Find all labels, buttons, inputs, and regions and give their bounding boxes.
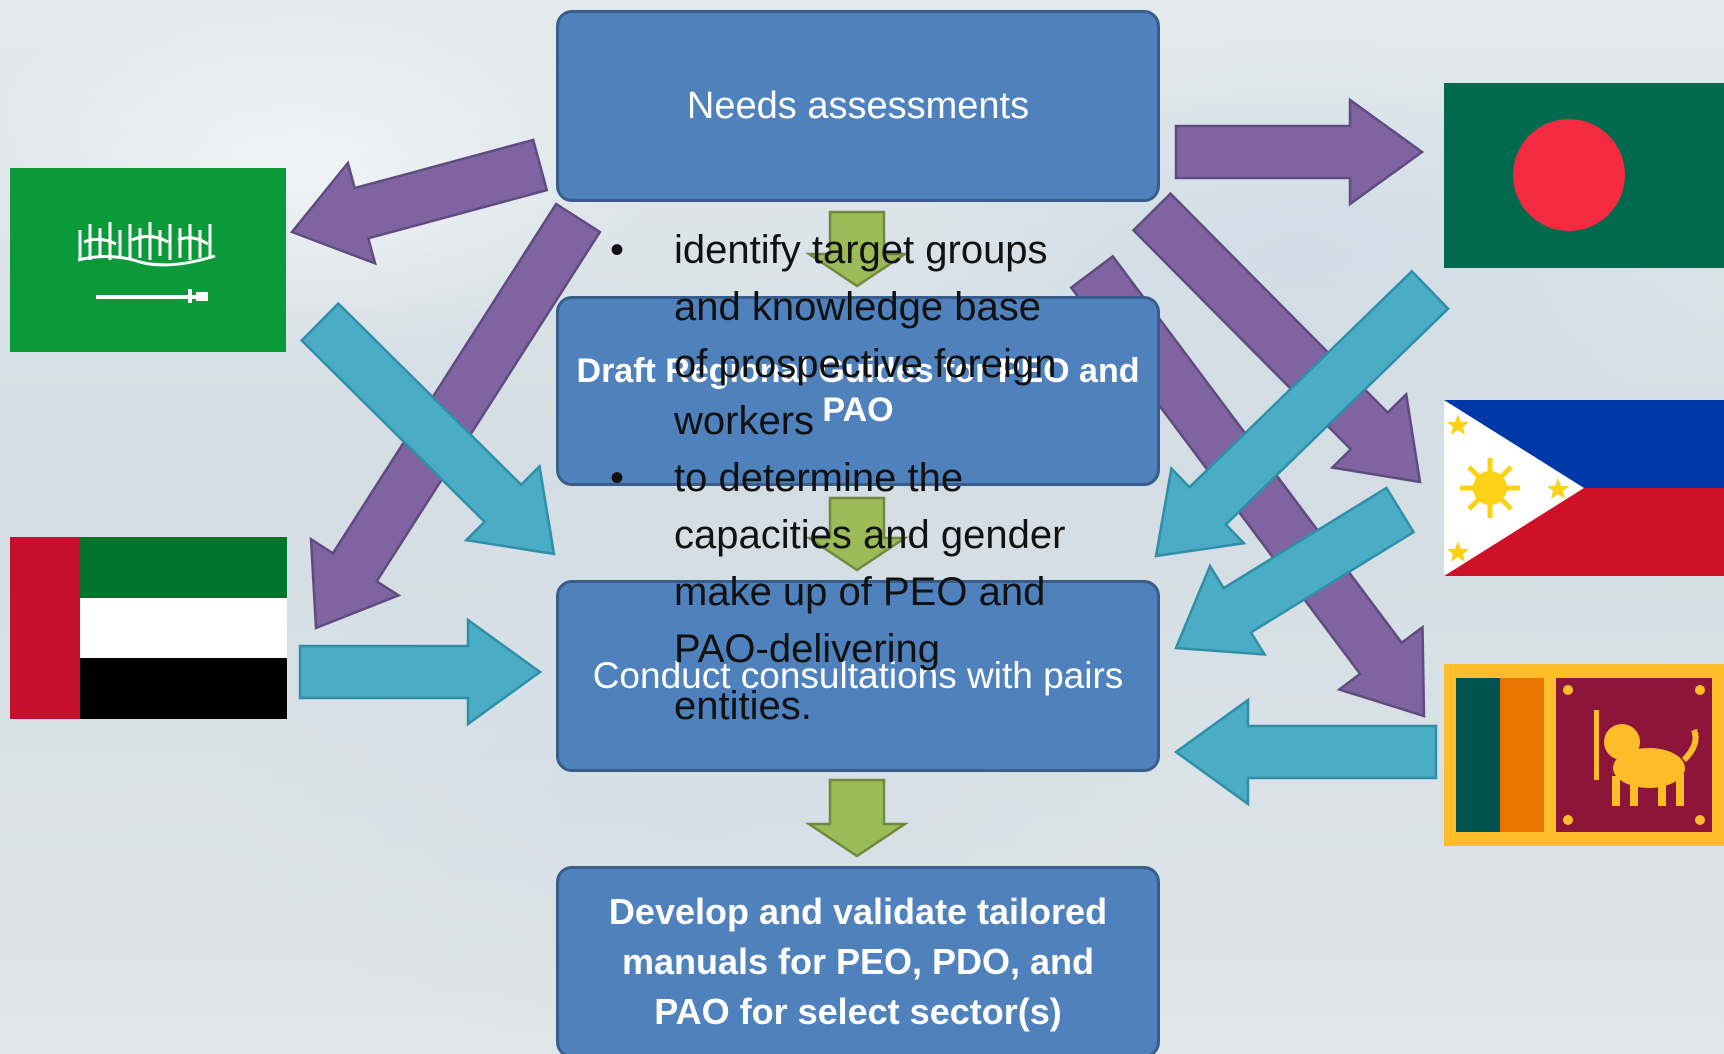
sun-icon: [1460, 458, 1520, 518]
philippines-flag: [1444, 400, 1724, 576]
purple-arrow: [1131, 191, 1422, 484]
uae-flag: [10, 537, 287, 719]
needs-assessments-label: Needs assessments: [686, 84, 1030, 127]
teal-arrow: [298, 617, 543, 727]
bangladesh-flag: [1444, 83, 1724, 268]
purple-arrow: [1174, 97, 1425, 207]
saudi-arabia-flag: [10, 168, 286, 352]
develop-manuals-box: Develop and validate tailored manuals fo…: [556, 866, 1160, 1054]
purple-arrow: [309, 202, 602, 630]
green-down-arrow: [804, 778, 910, 858]
lion-icon: [1594, 710, 1699, 806]
sword-icon: [96, 289, 208, 303]
needs-assessments-box: Needs assessments: [556, 10, 1160, 202]
bullet-item: to determine the capacities and gender m…: [600, 450, 1080, 735]
teal-arrow: [299, 301, 556, 556]
star-icon: [1447, 414, 1569, 562]
shahada-calligraphy: [77, 222, 216, 267]
bullet-list: identify target groups and knowledge bas…: [600, 222, 1080, 735]
teal-arrow: [1173, 697, 1438, 807]
teal-arrow: [1154, 269, 1450, 558]
sri-lanka-flag: [1444, 664, 1724, 846]
develop-manuals-label: Develop and validate tailored manuals fo…: [608, 891, 1108, 1032]
bullet-item: identify target groups and knowledge bas…: [600, 222, 1080, 450]
purple-arrow: [289, 138, 549, 266]
teal-arrow: [1174, 486, 1416, 656]
